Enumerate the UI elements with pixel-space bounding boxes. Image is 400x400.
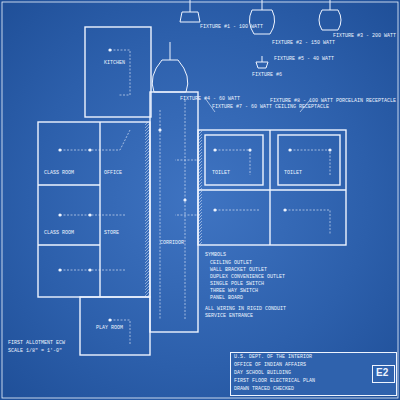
wall <box>198 189 346 190</box>
room-name: TOILET <box>212 170 230 176</box>
fixture-note: FIXTURE #3 - 200 WATT <box>333 33 396 39</box>
symbol-note: SINGLE POLE SWITCH <box>210 281 264 287</box>
title-block: U.S. DEPT. OF THE INTERIOROFFICE OF INDI… <box>230 352 397 396</box>
room <box>205 135 263 185</box>
general-note: SCALE 1/8" = 1'-0" <box>8 348 62 354</box>
fixture-note: FIXTURE #2 - 150 WATT <box>272 40 335 46</box>
general-note: SERVICE ENTRANCE <box>205 313 253 319</box>
room-name: OFFICE <box>104 170 122 176</box>
sheet-number: E2 <box>373 366 394 380</box>
walls <box>38 27 346 355</box>
pendant-fixture <box>319 0 341 30</box>
title-text: DRAWN TRACED CHECKED <box>231 385 396 393</box>
ceiling-fixture <box>256 56 268 68</box>
pendant-fixture <box>180 0 200 22</box>
ceiling-outlet <box>288 148 291 151</box>
wall <box>38 184 100 185</box>
room-name: CORRIDOR <box>160 240 184 246</box>
symbol-note: THREE WAY SWITCH <box>210 288 258 294</box>
ceiling-outlet <box>213 148 216 151</box>
ceiling-outlet <box>108 48 111 51</box>
room-name: CLASS ROOM <box>44 170 74 176</box>
fixture-note: FIXTURE #1 - 100 WATT <box>200 24 263 30</box>
top-room <box>85 27 151 117</box>
bottom-room <box>80 297 150 355</box>
room-name: PLAY ROOM <box>96 325 123 331</box>
east-wing <box>198 130 346 245</box>
ceiling-outlet <box>108 318 111 321</box>
circuit <box>60 130 130 270</box>
title-text: U.S. DEPT. OF THE INTERIOR <box>231 353 396 361</box>
room-name: KITCHEN <box>104 60 125 66</box>
circuit <box>160 100 185 320</box>
sheet-number: E2 <box>372 365 395 383</box>
symbol-note: CEILING OUTLET <box>210 260 252 266</box>
ceiling-outlet <box>283 208 286 211</box>
symbol-note: SYMBOLS <box>205 252 226 258</box>
ceiling-outlet <box>58 213 61 216</box>
circuit <box>110 50 130 345</box>
ceiling-outlet <box>88 268 91 271</box>
wall <box>99 122 100 297</box>
wall <box>269 130 270 245</box>
circuit <box>175 160 200 215</box>
symbol-note: WALL BRACKET OUTLET <box>210 267 267 273</box>
outlets <box>58 48 331 321</box>
circuit <box>215 150 330 235</box>
ceiling-outlet <box>88 213 91 216</box>
room-name: CLASS ROOM <box>44 230 74 236</box>
fixture-note: FIXTURE #7 - 60 WATT CEILING RECEPTACLE <box>212 104 329 110</box>
fixture-note: FIXTURE #6 <box>252 72 282 78</box>
fixture-note: FIXTURE #4 - 60 WATT <box>180 96 240 102</box>
room-name: TOILET <box>284 170 302 176</box>
wall <box>38 244 100 245</box>
symbol-note: DUPLEX CONVENIENCE OUTLET <box>210 274 285 280</box>
pendant-fixture <box>152 42 188 92</box>
wiring <box>60 50 330 345</box>
fixture-drawings <box>152 0 341 92</box>
west-block <box>38 122 150 297</box>
wall-fill <box>145 122 150 297</box>
room-name: STORE <box>104 230 119 236</box>
general-note: FIRST ALLOTMENT ECW <box>8 340 65 346</box>
ceiling-outlet <box>58 268 61 271</box>
room <box>278 135 340 185</box>
fixture-note: FIXTURE #5 - 40 WATT <box>274 56 334 62</box>
ceiling-outlet <box>58 148 61 151</box>
ceiling-outlet <box>328 148 331 151</box>
ceiling-outlet <box>158 128 161 131</box>
wall-fills <box>145 122 202 297</box>
ceiling-outlet <box>183 198 186 201</box>
ceiling-outlet <box>248 148 251 151</box>
wall-fill <box>198 130 202 245</box>
general-note: ALL WIRING IN RIGID CONDUIT <box>205 306 286 312</box>
ceiling-outlet <box>213 208 216 211</box>
corridor <box>150 92 198 332</box>
fixture-note: FIXTURE #8 - 100 WATT PORCELAIN RECEPTAC… <box>270 98 396 104</box>
symbol-note: PANEL BOARD <box>210 295 243 301</box>
ceiling-outlet <box>88 148 91 151</box>
